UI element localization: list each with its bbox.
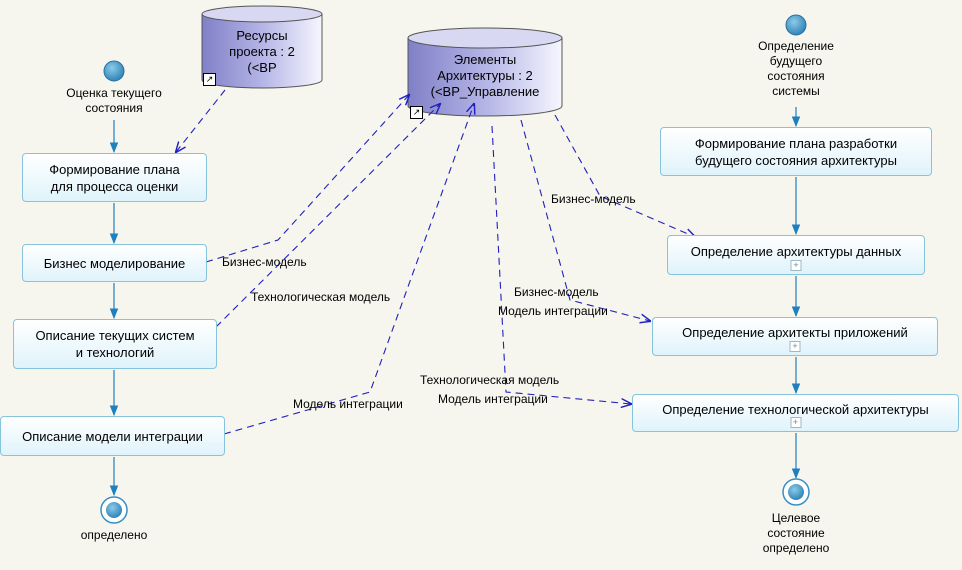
flow-label-tech-right: Технологическая модель	[420, 373, 560, 387]
right-start-label: Определение будущего состояния системы	[758, 39, 834, 98]
elements-shortcut-icon: ↗	[410, 106, 423, 119]
expand-icon[interactable]: +	[790, 260, 802, 271]
task-application-architecture[interactable]: Определение архитекты приложений +	[652, 317, 938, 356]
task-application-architecture-label: Определение архитекты приложений	[682, 325, 908, 340]
left-start-label: Оценка текущего состояния	[66, 86, 162, 115]
task-current-systems[interactable]: Описание текущих систем и технологий	[13, 319, 217, 369]
task-business-modeling[interactable]: Бизнес моделирование	[22, 244, 207, 282]
flow-label-business-left: Бизнес-модель	[222, 255, 307, 269]
task-data-architecture[interactable]: Определение архитектуры данных +	[667, 235, 925, 275]
flow-label-business-right-mid: Бизнес-модель	[514, 285, 599, 299]
flow-label-integration-right-mid: Модель интеграции	[498, 304, 608, 318]
task-assessment-plan[interactable]: Формирование плана для процесса оценки	[22, 153, 207, 202]
resources-text: Ресурсы проекта : 2 (<BP	[229, 28, 295, 75]
right-end-label: Целевое состояние определено	[762, 511, 830, 555]
task-technology-architecture[interactable]: Определение технологической архитектуры …	[632, 394, 959, 432]
flow-label-business-right-top: Бизнес-модель	[551, 192, 636, 206]
object-flows	[176, 89, 695, 435]
elements-text: Элементы Архитектуры : 2 (<BP_Управление	[430, 52, 540, 99]
expand-icon[interactable]: +	[789, 341, 801, 352]
left-end-label: определено	[80, 528, 148, 542]
flow-label-tech-left: Технологическая модель	[251, 290, 391, 304]
task-technology-architecture-label: Определение технологической архитектуры	[662, 401, 929, 417]
right-final-node	[782, 478, 810, 506]
elements-cylinder[interactable]	[407, 27, 563, 117]
task-data-architecture-label: Определение архитектуры данных	[690, 243, 902, 259]
left-start-node	[103, 60, 125, 82]
task-integration-model[interactable]: Описание модели интеграции	[0, 416, 225, 456]
right-start-node	[785, 14, 807, 36]
resources-cylinder[interactable]	[201, 5, 323, 89]
expand-icon[interactable]: +	[790, 417, 801, 428]
flow-label-integration-right-bottom: Модель интеграции	[438, 392, 548, 406]
flow-label-integration-left: Модель интеграции	[293, 397, 403, 411]
left-final-node	[100, 496, 128, 524]
task-future-plan[interactable]: Формирование плана разработки будущего с…	[660, 127, 932, 176]
resources-shortcut-icon: ↗	[203, 73, 216, 86]
